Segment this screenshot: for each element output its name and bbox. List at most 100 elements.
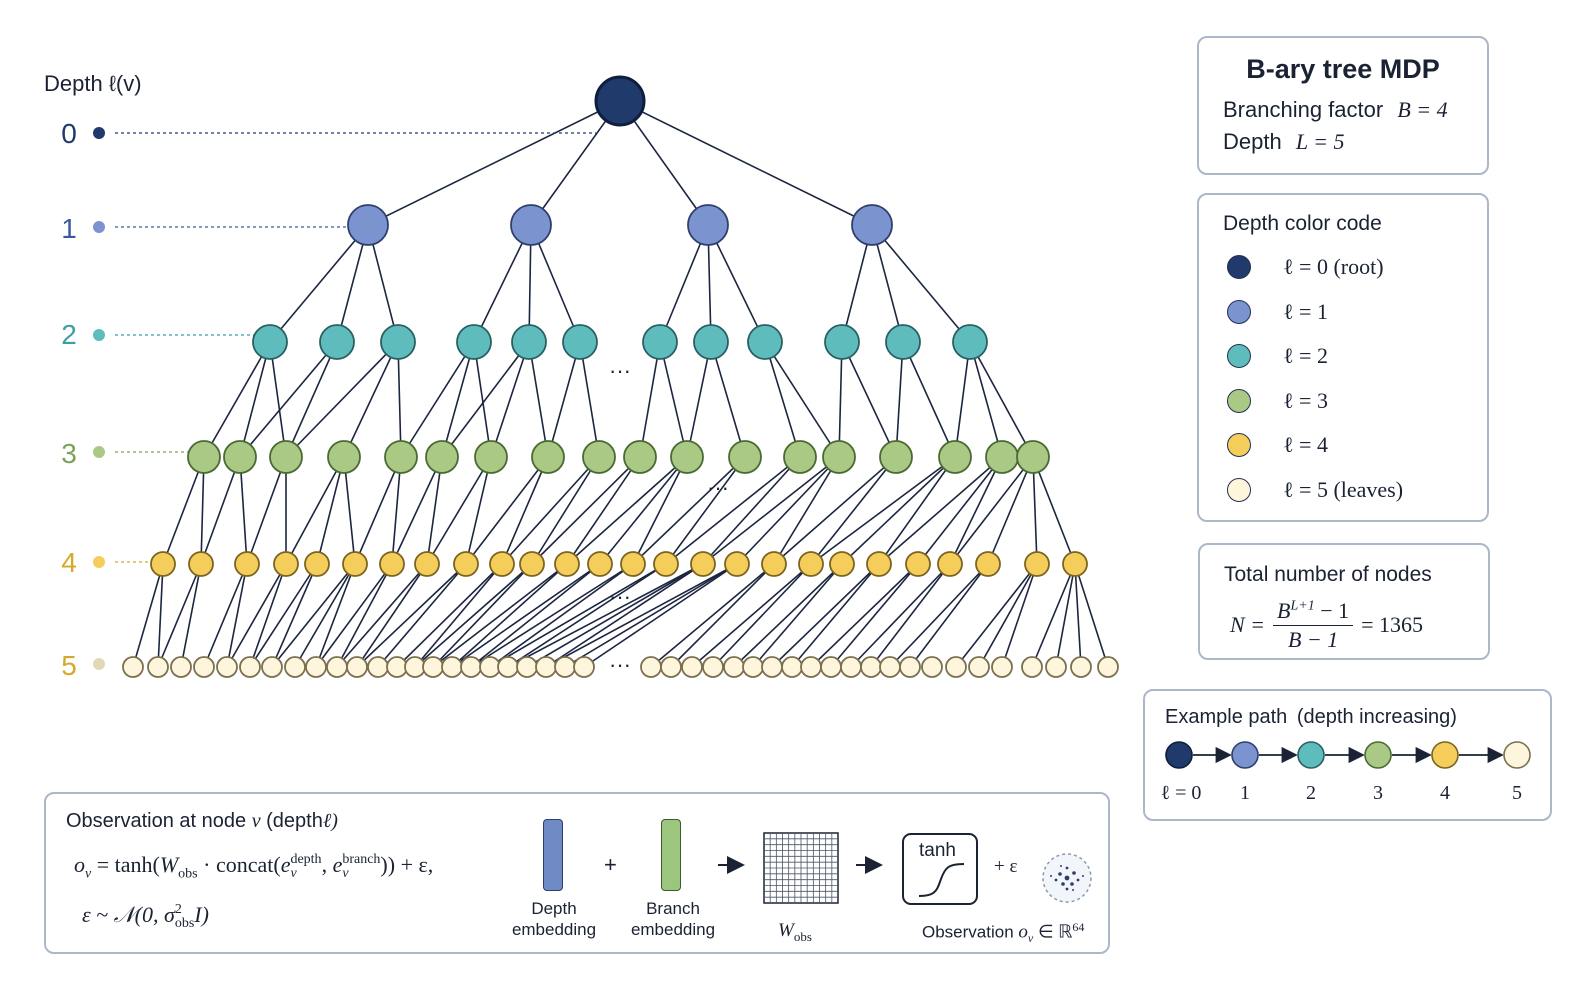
tree-node-depth-5 bbox=[702, 656, 724, 678]
tree-node-depth-5 bbox=[1097, 656, 1119, 678]
tree-edge bbox=[619, 100, 873, 226]
tree-node-depth-5 bbox=[170, 656, 192, 678]
tree-edge bbox=[489, 563, 667, 668]
tree-edge bbox=[226, 563, 248, 668]
depth-level-label: 5 bbox=[61, 650, 77, 681]
legend-swatch bbox=[1227, 478, 1251, 502]
tree-edge bbox=[650, 563, 775, 668]
legend-item: ℓ = 2 bbox=[1227, 338, 1328, 374]
tree-edge bbox=[316, 456, 345, 565]
tree-edge bbox=[451, 563, 601, 668]
f-concat: · concat( bbox=[197, 852, 281, 877]
output-text: Observation bbox=[922, 922, 1014, 942]
f-e2-sub: v bbox=[342, 865, 349, 881]
output-label: Observation ov ∈ ℝ64 bbox=[922, 920, 1084, 946]
tree-node-depth-5 bbox=[422, 656, 444, 678]
tree-node-depth-4 bbox=[273, 551, 299, 577]
depth-row: Depth L = 5 bbox=[1223, 129, 1345, 155]
tree-node-depth-4 bbox=[905, 551, 931, 577]
tree-node-depth-5 bbox=[367, 656, 389, 678]
tree-edge bbox=[200, 456, 205, 565]
tree-node-depth-5 bbox=[879, 656, 901, 678]
tree-edge bbox=[226, 563, 287, 668]
path-node bbox=[1165, 741, 1193, 769]
path-title-row: Example path (depth increasing) bbox=[1165, 706, 1457, 729]
observation-title-var: v bbox=[251, 810, 261, 832]
tree-edge bbox=[269, 224, 369, 343]
legend-item: ℓ = 5 (leaves) bbox=[1227, 472, 1403, 508]
f-e2: e bbox=[332, 852, 343, 877]
tree-edge bbox=[451, 563, 568, 668]
tree-node-depth-5 bbox=[216, 656, 238, 678]
tree-node-depth-5 bbox=[535, 656, 557, 678]
legend-swatch bbox=[1227, 300, 1251, 324]
tree-node-depth-1 bbox=[687, 204, 729, 246]
tree-node-depth-4 bbox=[519, 551, 545, 577]
legend-swatch bbox=[1227, 433, 1251, 457]
tree-edge bbox=[1055, 563, 1076, 668]
tree-edge bbox=[566, 456, 641, 565]
depth-marker-dot bbox=[93, 127, 105, 139]
tree-edge bbox=[841, 456, 956, 565]
tree-node-depth-4 bbox=[587, 551, 613, 577]
tree-node-depth-2 bbox=[747, 324, 783, 360]
f-close: )) + ε, bbox=[380, 852, 434, 877]
tree-edge bbox=[1001, 563, 1038, 668]
tree-node-depth-5 bbox=[1045, 656, 1067, 678]
depth-level-label: 4 bbox=[61, 547, 77, 578]
tree-edge bbox=[271, 563, 356, 668]
tree-node-depth-4 bbox=[342, 551, 368, 577]
tree-edge bbox=[665, 456, 801, 565]
tree-node-depth-5 bbox=[460, 656, 482, 678]
tree-edge bbox=[391, 456, 443, 565]
depth-axis-title: Depth ℓ(v) bbox=[44, 71, 142, 96]
f-W-sub: obs bbox=[178, 866, 198, 882]
f-o: o bbox=[74, 852, 85, 877]
noise-dot bbox=[1065, 866, 1069, 870]
tree-node-depth-4 bbox=[414, 551, 440, 577]
tree-edge bbox=[810, 456, 956, 565]
tree-edge bbox=[702, 456, 840, 565]
tree-edge bbox=[547, 341, 581, 458]
tree-edge bbox=[246, 456, 287, 565]
depth-marker-dot bbox=[93, 446, 105, 458]
tree-edge bbox=[315, 563, 356, 668]
tree-edge bbox=[889, 563, 989, 668]
tree-edge bbox=[810, 456, 897, 565]
f-o-sub: v bbox=[85, 866, 92, 882]
tree-node-depth-5 bbox=[239, 656, 261, 678]
tree-edge bbox=[949, 456, 1034, 565]
tree-edge bbox=[583, 563, 738, 668]
tree-edge bbox=[343, 456, 356, 565]
tree-edge bbox=[702, 456, 801, 565]
f-noise-sub: obs bbox=[174, 915, 195, 931]
tree-edge bbox=[315, 563, 393, 668]
tree-edge bbox=[659, 341, 688, 458]
total-nodes-panel: Total number of nodes N = BL+1 − 1 B − 1… bbox=[1198, 543, 1490, 660]
tree-edge bbox=[599, 456, 688, 565]
formula-fraction: BL+1 − 1 B − 1 bbox=[1273, 598, 1354, 653]
tree-edge bbox=[639, 341, 661, 458]
branching-value: B = 4 bbox=[1397, 97, 1448, 122]
depth-marker-dot bbox=[93, 221, 105, 233]
tree-edge bbox=[902, 341, 956, 458]
tree-node-depth-4 bbox=[150, 551, 176, 577]
tree-edge bbox=[465, 456, 549, 565]
tree-edge bbox=[841, 341, 897, 458]
depth-marker-dot bbox=[93, 556, 105, 568]
tree-node-depth-4 bbox=[937, 551, 963, 577]
tree-edge bbox=[465, 456, 492, 565]
tree-edge bbox=[870, 563, 951, 668]
tree-node-depth-5 bbox=[921, 656, 943, 678]
tree-ellipsis: ··· bbox=[707, 475, 729, 500]
tree-edges bbox=[132, 100, 1109, 668]
weights-sub: obs bbox=[793, 928, 812, 944]
tree-edge bbox=[878, 456, 956, 565]
tree-node-depth-4 bbox=[690, 551, 716, 577]
tree-node-depth-5 bbox=[761, 656, 783, 678]
tree-edge bbox=[771, 563, 880, 668]
depth-guides bbox=[93, 127, 596, 670]
observation-panel: Observation at node v (depthℓ) ov = tanh… bbox=[44, 792, 1110, 954]
